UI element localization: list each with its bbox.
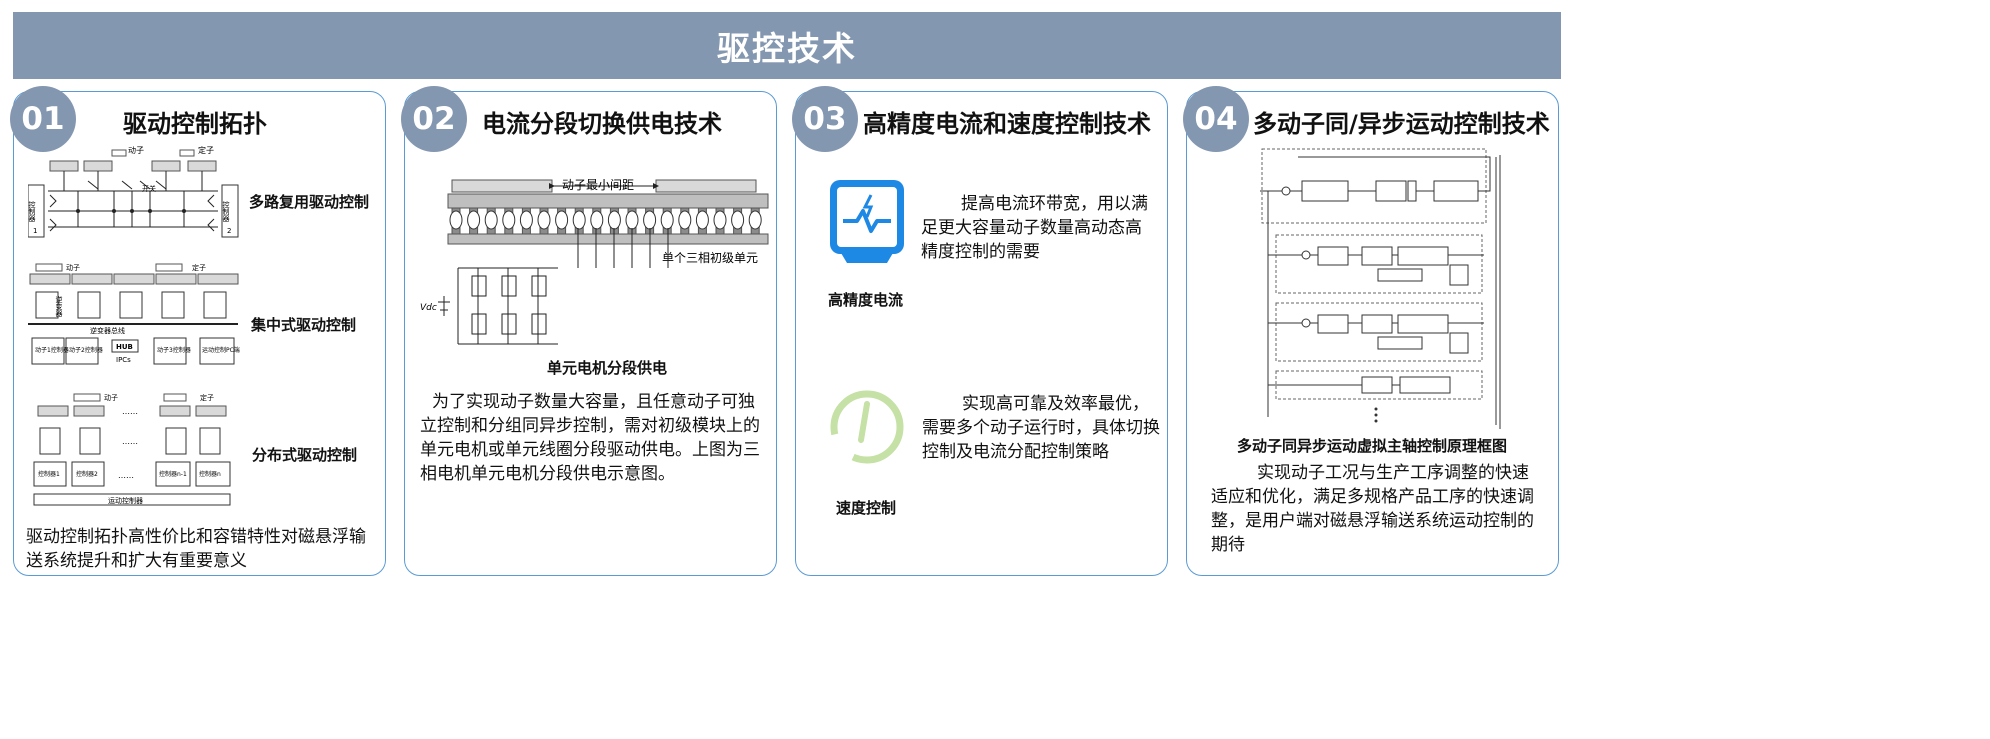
vdc-label: Vdc [420, 303, 437, 313]
page-title: 驱控技术 [717, 28, 857, 68]
inverter-label: 逆变器 [55, 295, 63, 318]
card-number-badge: 04 [1183, 86, 1249, 152]
controller-left-number: 1 [33, 227, 37, 235]
phase-coil [590, 210, 604, 230]
speedometer-icon [829, 389, 905, 465]
stator-label: 定子 [198, 145, 214, 155]
speed-control-label: 速度控制 [836, 499, 897, 517]
diagram-caption: 单元电机分段供电 [547, 359, 668, 377]
motion-controller-label: 运动控制器 [108, 496, 143, 505]
inverter-bus-label: 逆变器总线 [90, 326, 125, 335]
card-title: 多动子同/异步运动控制技术 [1253, 110, 1550, 138]
phase-coil [537, 210, 551, 230]
phase-coil [625, 210, 639, 230]
centralized-drive-diagram: 动子 定子 逆变器 逆变器总线 动子1控制器 动子2控制器 HUB IPCs 动… [28, 263, 240, 365]
centralized-drive-label: 集中式驱动控制 [251, 316, 357, 334]
phase-coil [502, 210, 516, 230]
phase-coil [607, 210, 621, 230]
card-description: 为了实现动子数量大容量，且任意动子可独立控制和分组同异步控制，需对初级模块上的单… [420, 392, 760, 484]
ellipsis-bottom: …… [118, 471, 134, 480]
phase-coil [572, 210, 586, 230]
phase-coil [467, 210, 481, 230]
card-segmented-supply [404, 91, 777, 576]
motion-pc-label: 运动控制PC端 [202, 346, 240, 354]
mover-label: 动子 [128, 145, 144, 155]
ipcs-label: IPCs [116, 356, 131, 364]
stator-label: 定子 [192, 263, 206, 272]
card-number-badge: 01 [10, 86, 76, 152]
controller-left-label: 控制器 [28, 200, 36, 223]
high-precision-current-label: 高精度电流 [828, 291, 904, 309]
speed-control-text: 实现高可靠及效率最优，需要多个动子运行时，具体切换控制及电流分配控制策略 [922, 394, 1160, 462]
current-waveform-icon [830, 180, 904, 263]
phase-coil [519, 210, 533, 230]
stator-label: 定子 [200, 393, 214, 402]
controller-right-label: 控制器 [222, 200, 230, 223]
hub-label: HUB [116, 343, 133, 351]
phase-coil [695, 210, 709, 230]
controller1-label: 控制器1 [38, 470, 60, 478]
mover-min-distance-label: 动子最小间距 [562, 178, 634, 192]
diagram-caption: 多动子同异步运动虚拟主轴控制原理框图 [1237, 437, 1508, 455]
ellipsis-middle: …… [122, 437, 138, 446]
controller2-label: 控制器2 [76, 470, 98, 478]
phase-coil [449, 210, 463, 230]
segmented-supply-diagram: 动子最小间距 单个三相初级单元 Vdc [420, 178, 769, 345]
mover-label: 动子 [66, 263, 80, 272]
mover1-controller-label: 动子1控制器 [35, 346, 69, 354]
phase-coil [678, 210, 692, 230]
controller-n-label: 控制器n [199, 470, 221, 478]
card-title: 电流分段切换供电技术 [482, 110, 722, 138]
switch-label: 开关 [142, 184, 156, 193]
distributed-drive-diagram: 动子 定子 …… …… 控制器1 控制器2 …… 控制器n-1 控制器n 运动控… [33, 393, 231, 506]
card-number-badge: 02 [401, 86, 467, 152]
mover-label: 动子 [104, 393, 118, 402]
card-description: 驱动控制拓扑高性价比和容错特性对磁悬浮输送系统提升和扩大有重要意义 [26, 527, 366, 571]
mover2-controller-label: 动子2控制器 [69, 346, 103, 354]
phase-coil [731, 210, 745, 230]
phase-coil [660, 210, 674, 230]
multiplexed-drive-label: 多路复用驱动控制 [249, 193, 370, 211]
mover3-controller-label: 动子3控制器 [157, 346, 191, 354]
single-unit-label: 单个三相初级单元 [662, 251, 758, 265]
page-banner: 驱控技术 [13, 12, 1561, 79]
card-title: 高精度电流和速度控制技术 [863, 110, 1151, 138]
phase-coil [748, 210, 762, 230]
phase-coil [555, 210, 569, 230]
controller-n-minus-1-label: 控制器n-1 [159, 470, 187, 478]
ellipsis-top: …… [122, 407, 138, 416]
card-description: 实现动子工况与生产工序调整的快速适应和优化，满足多规格产品工序的快速调整，是用户… [1211, 463, 1534, 555]
virtual-spindle-block-diagram [1260, 148, 1501, 429]
phase-coil [713, 210, 727, 230]
multiplexed-drive-diagram: 动子 定子 控制器 1 控制器 2 开关 [28, 145, 239, 238]
controller-right-number: 2 [227, 227, 231, 235]
card-number-badge: 03 [792, 86, 858, 152]
phase-coil [484, 210, 498, 230]
high-precision-current-text: 提高电流环带宽，用以满足更大容量动子数量高动态高精度控制的需要 [921, 194, 1148, 262]
distributed-drive-label: 分布式驱动控制 [252, 446, 358, 464]
card-precision-control [795, 91, 1168, 576]
phase-coil [643, 210, 657, 230]
card-title: 驱动控制拓扑 [123, 110, 267, 138]
